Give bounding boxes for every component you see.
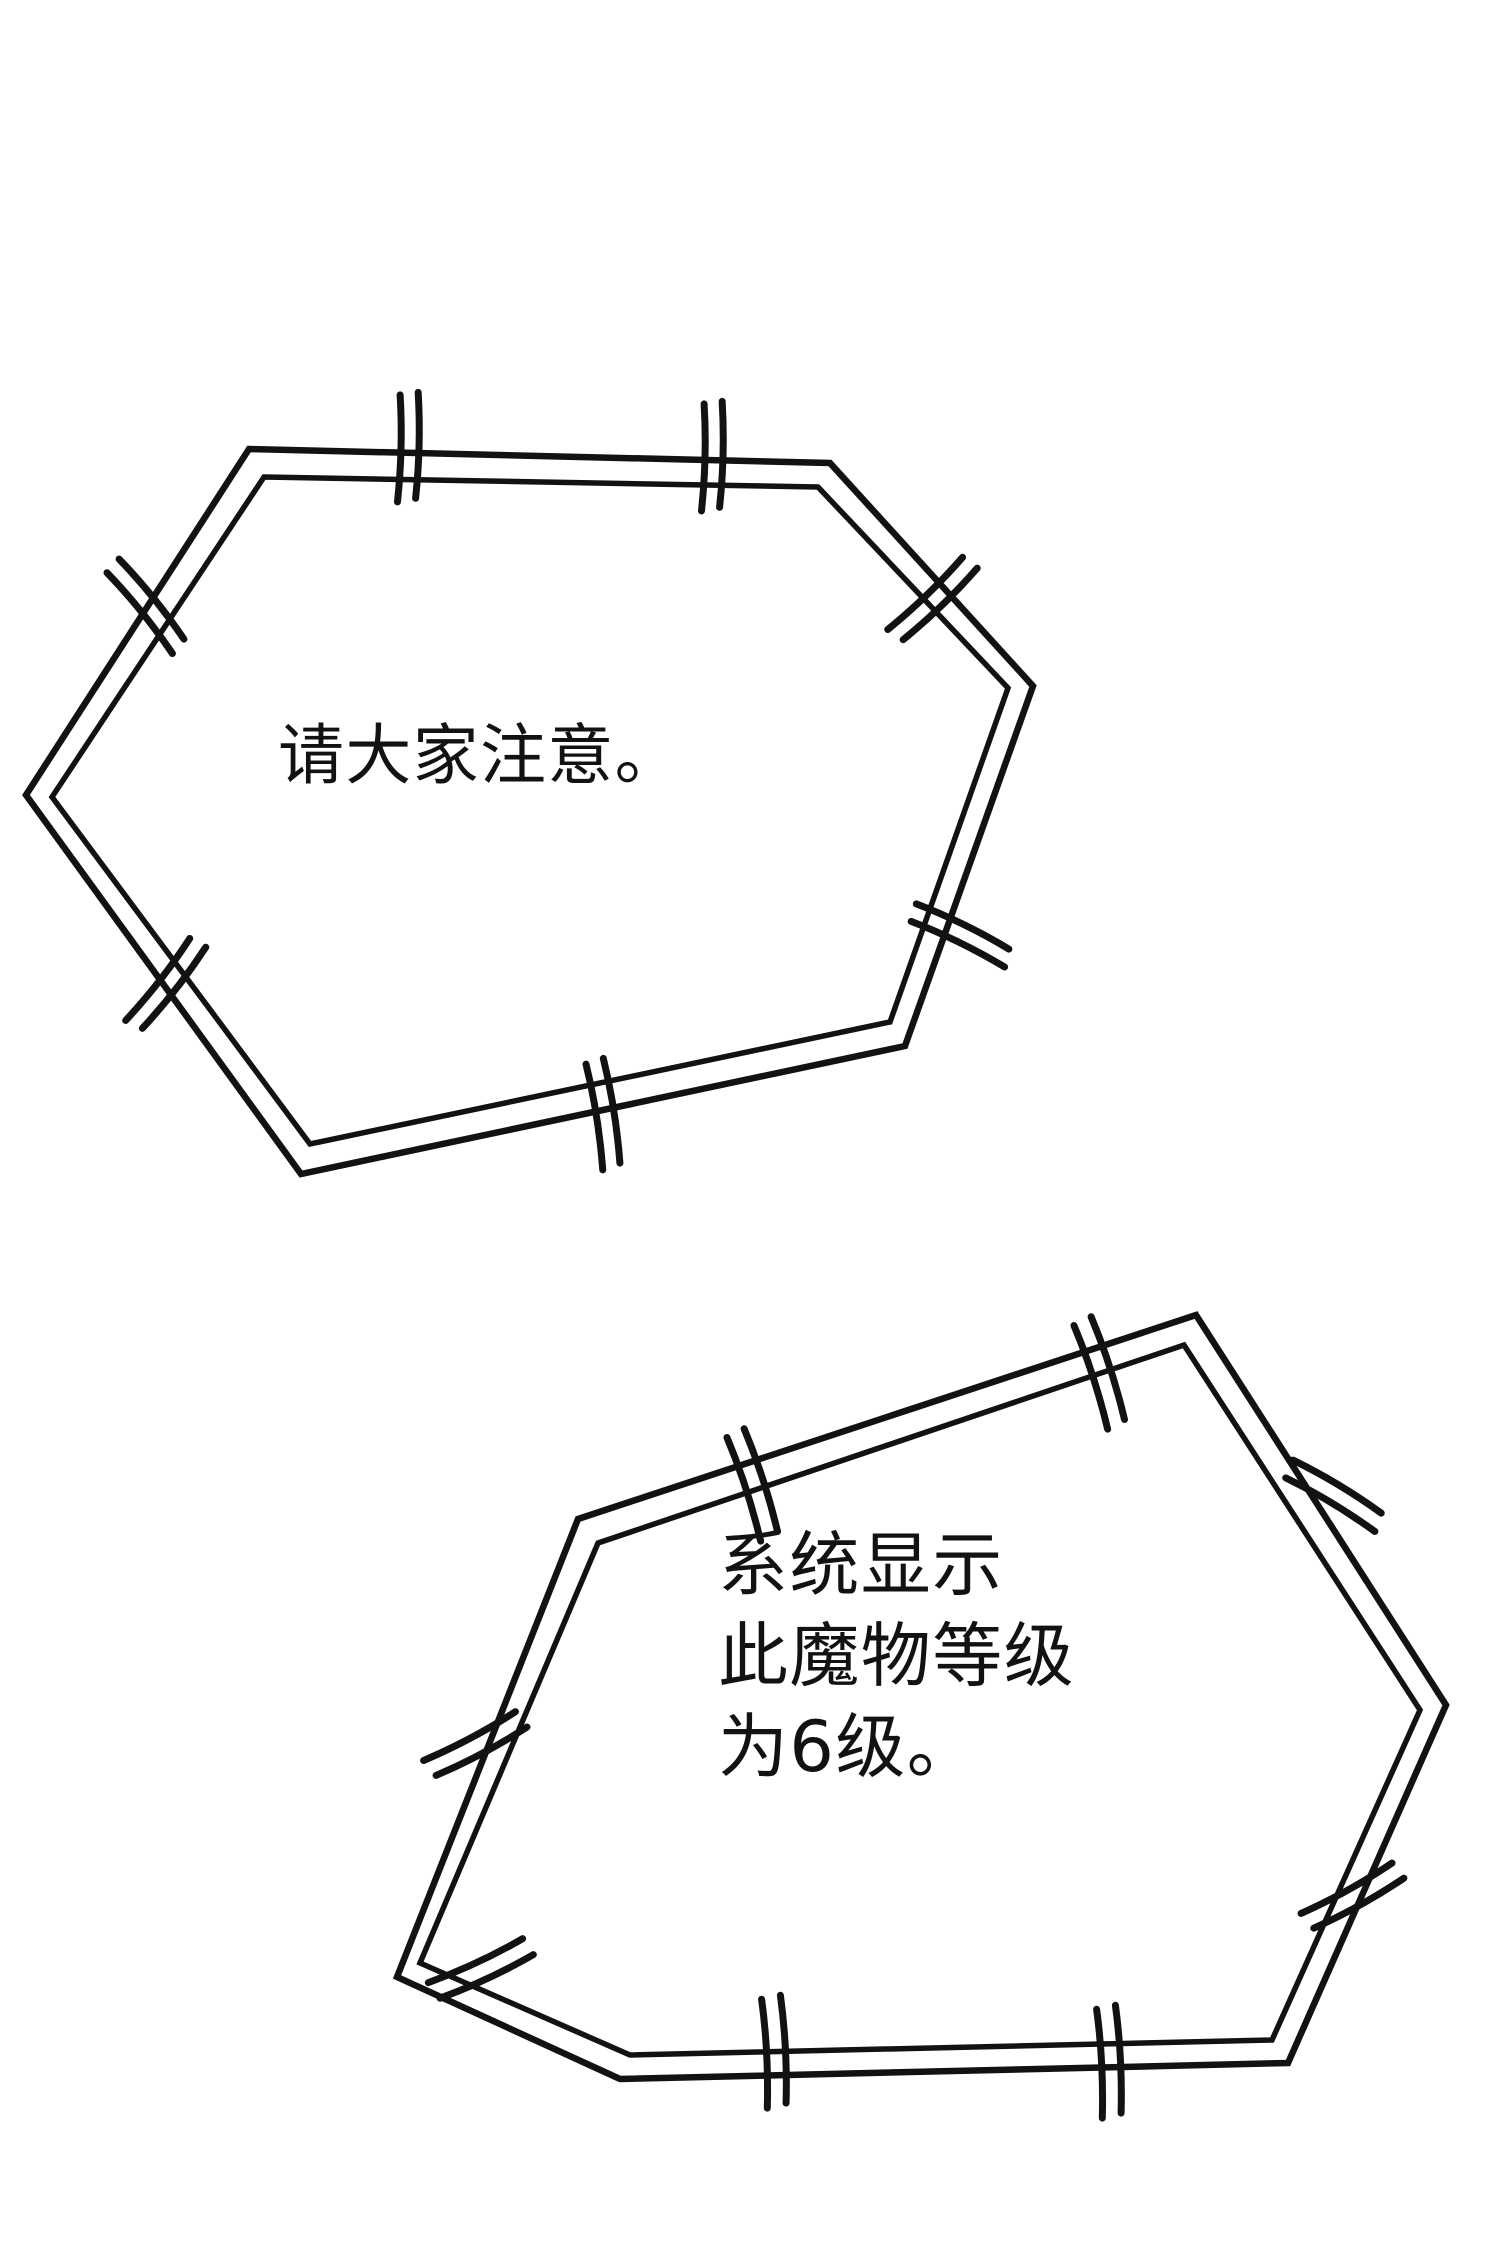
- bubble-1-text: 请大家注意。: [278, 717, 682, 794]
- bubble-2-text: 系统显示 此魔物等级 为6级。: [718, 1524, 1075, 1788]
- bubble-1-outline: [22, 445, 1037, 1178]
- bubble-2-tick-marks: [420, 1313, 1408, 2122]
- bubble-2-outline: [392, 1311, 1450, 2083]
- bubble-1-tick-marks: [103, 388, 1013, 1174]
